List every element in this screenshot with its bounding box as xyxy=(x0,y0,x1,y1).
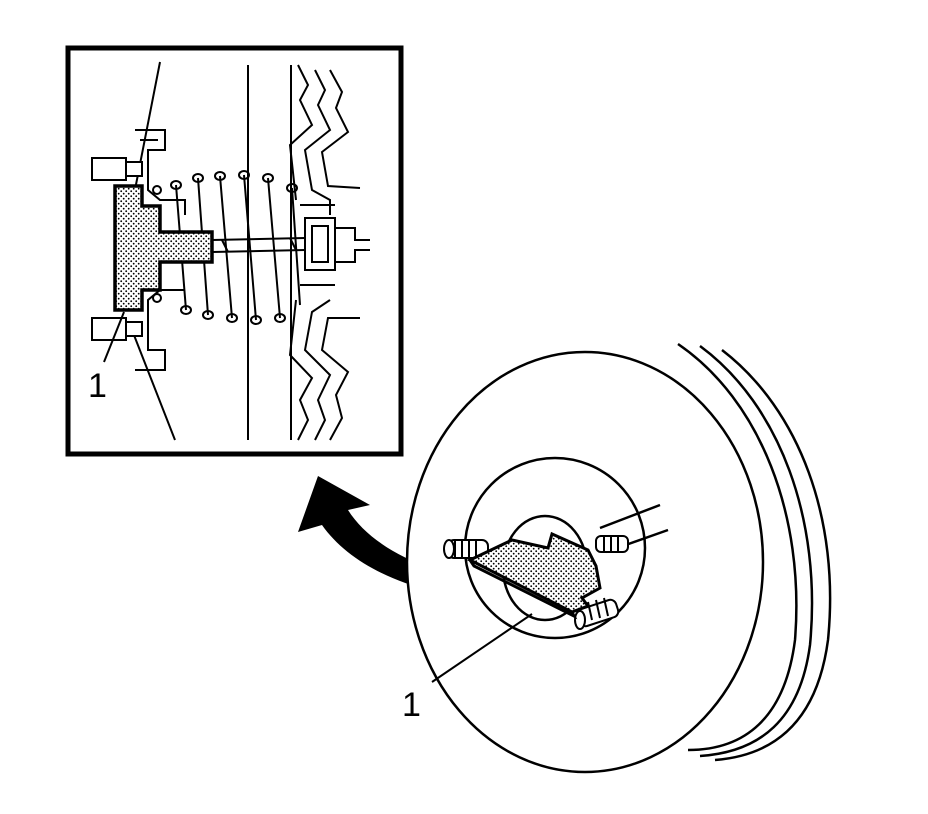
upper-right-stud xyxy=(595,535,629,553)
detail-leader-line xyxy=(103,311,125,363)
brake-tool xyxy=(466,531,602,614)
backing-plate-contour xyxy=(303,69,332,441)
zoom-arrow xyxy=(298,476,496,598)
lower-right-stud xyxy=(574,597,620,630)
upper-left-stud xyxy=(443,539,489,559)
main-callout-1: 1 xyxy=(402,686,421,724)
detail-callout-1: 1 xyxy=(88,367,107,405)
lug-studs xyxy=(443,535,629,630)
detail-inset: 1 xyxy=(65,45,404,457)
upper-shoe-bracket xyxy=(135,129,186,215)
main-leader-line xyxy=(431,613,533,683)
upper-bolt xyxy=(91,157,127,181)
drum-rim-outer xyxy=(714,349,832,762)
drum-edge-curve xyxy=(131,61,176,441)
brake-tool-section xyxy=(113,184,214,312)
